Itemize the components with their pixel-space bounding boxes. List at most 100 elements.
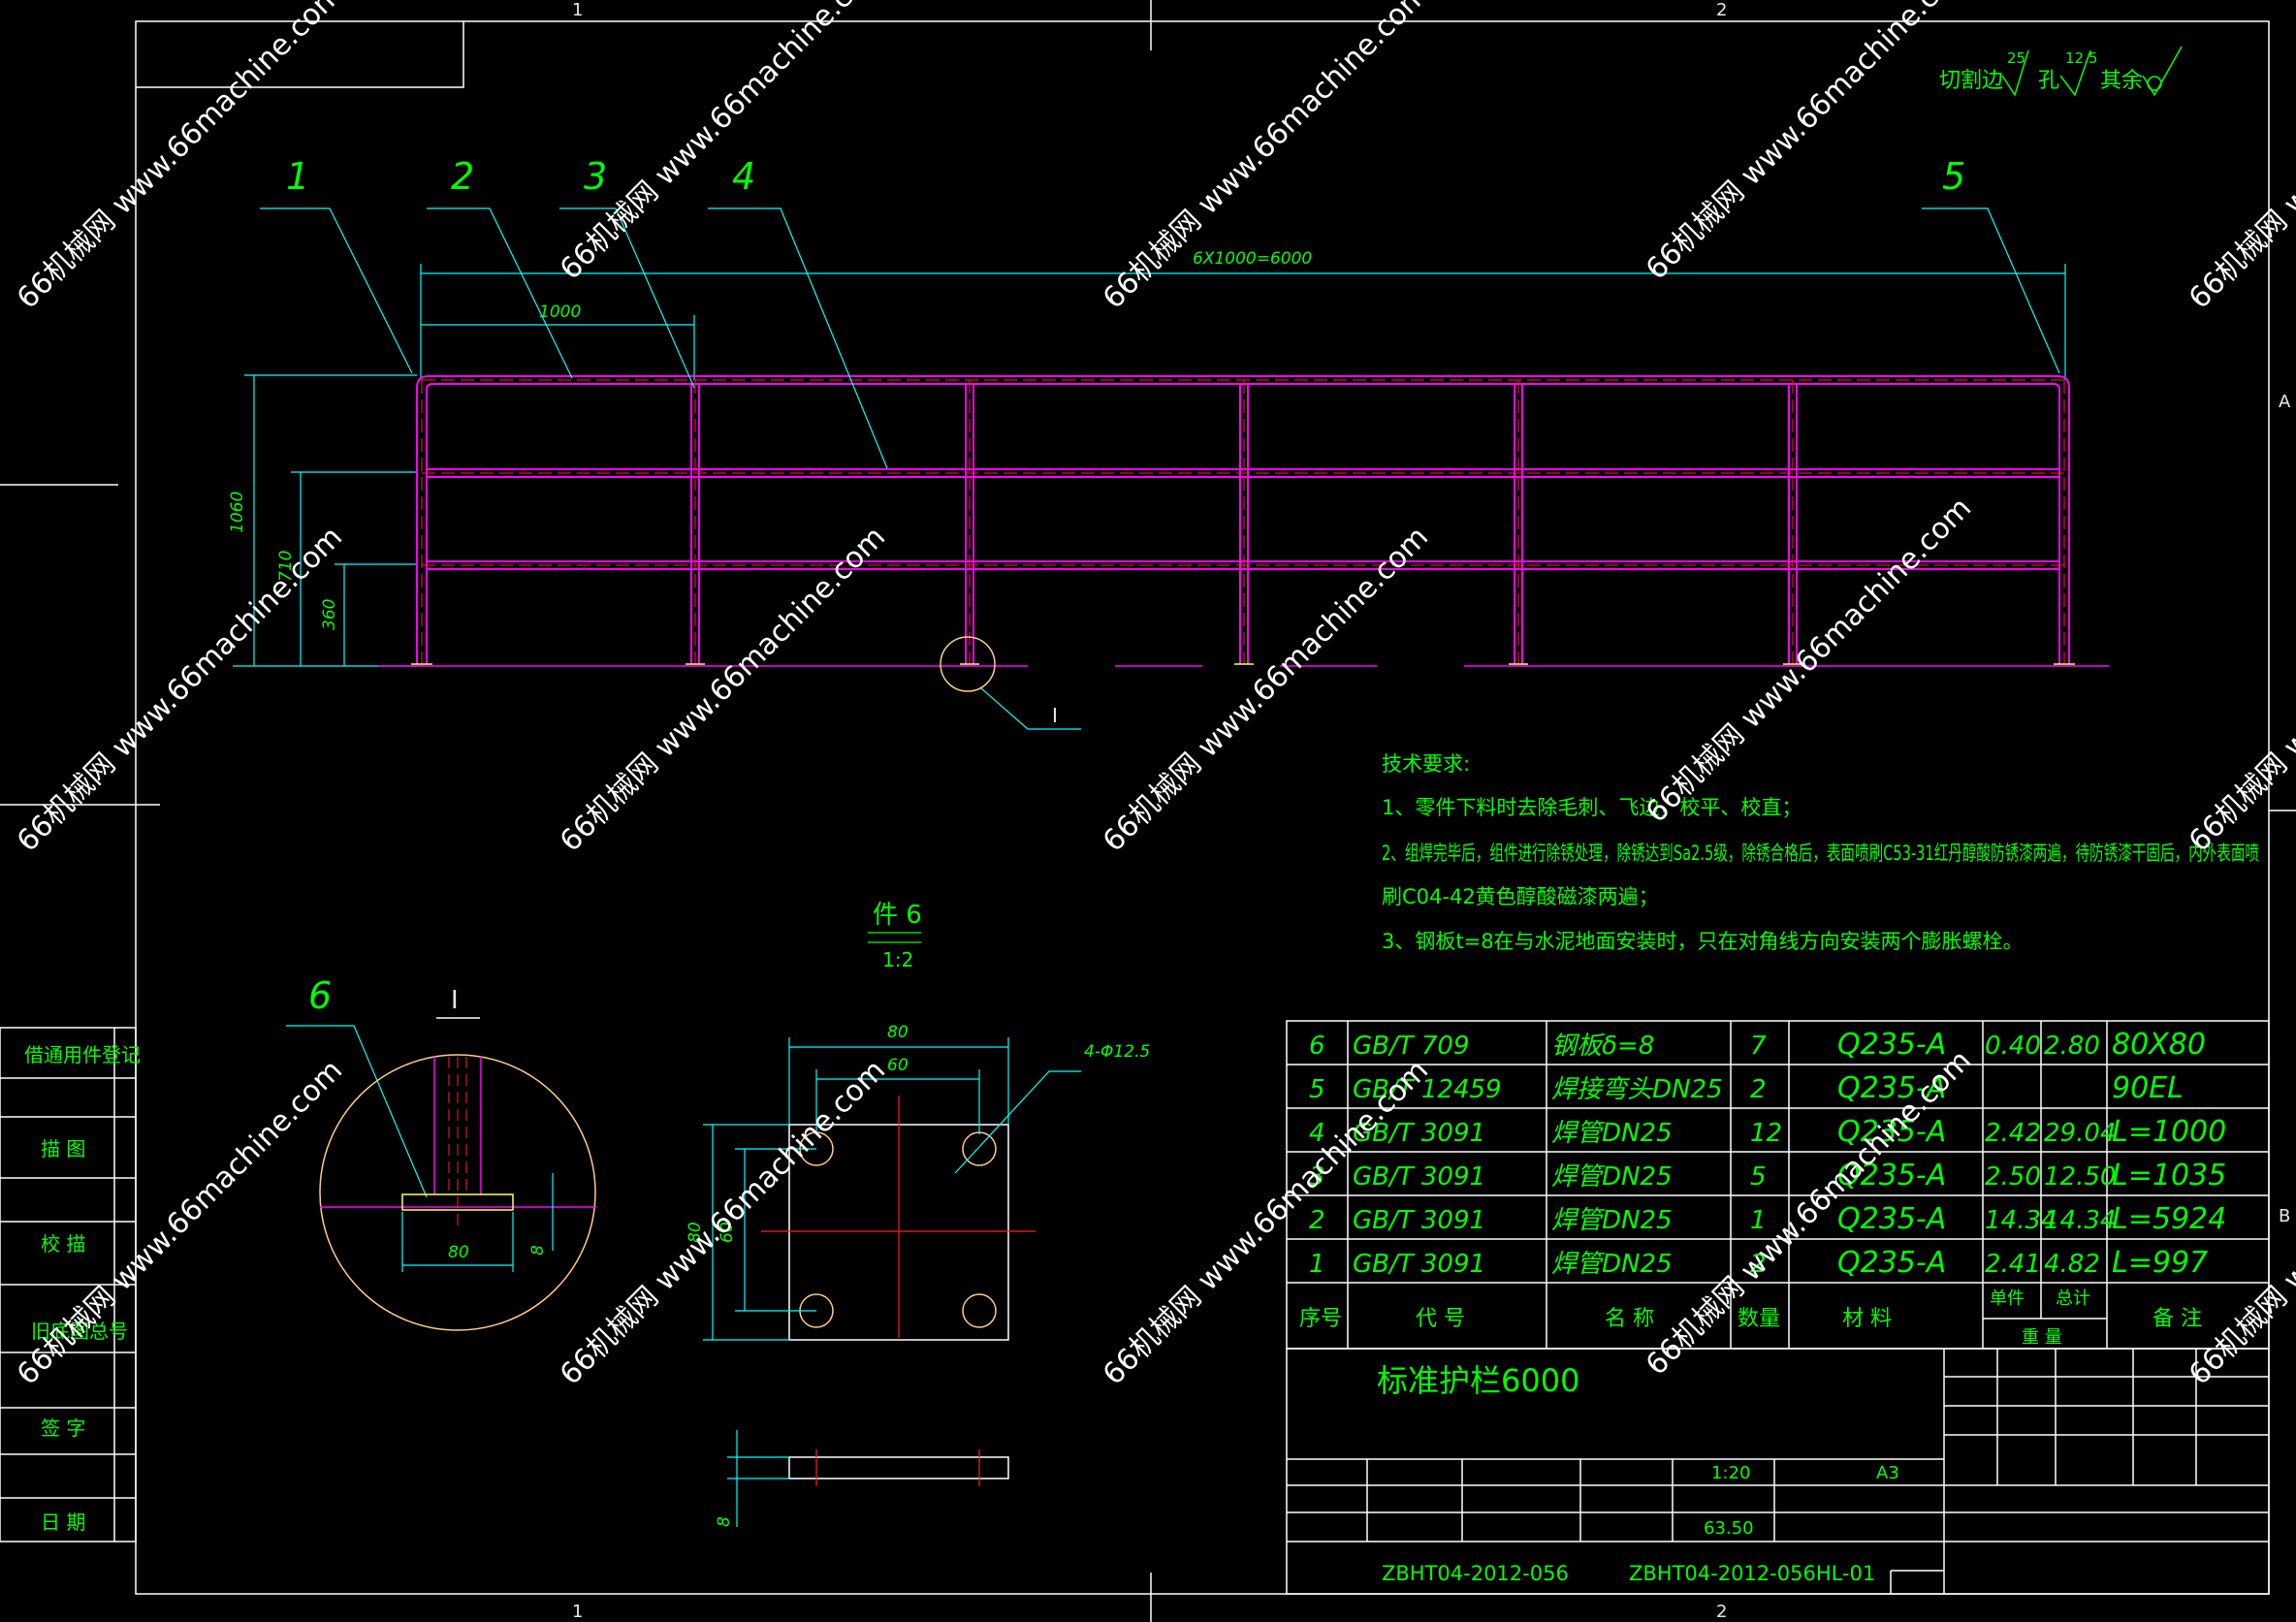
bom-header-qty: 数量 [1738,1307,1780,1331]
bom-cell-code: GB/T 3091 [1353,1119,1485,1148]
roughness-symbols: 切割边 25 孔 12.5 其余 [1939,46,2183,97]
bom-cell-note: L=1035 [2112,1159,2226,1193]
title-block-drawing-no-2: ZBHT04-2012-056HL-01 [1629,1562,1875,1585]
title-block-weight: 63.50 [1704,1518,1754,1539]
balloon-5: 5 [1942,155,1965,198]
bom-cell-no: 5 [1309,1075,1325,1104]
balloon-1: 1 [286,155,309,198]
part6-side-centerlines [815,1449,980,1486]
watermark-text: 66机械网 www.66machine.com [2183,520,2296,858]
bom-cell-material: Q235-A [1837,1115,1946,1149]
bom-cell-note: 90EL [2112,1071,2184,1105]
tech-req-line-3: 刷C04-42黄色醇酸磁漆两遍； [1382,885,1659,908]
tech-req-line-4: 3、钢板t=8在与水泥地面安装时，只在对角线方向安装两个膨胀螺栓。 [1382,930,2024,953]
dim-height-mid: 710 [276,551,296,582]
balloon-leaders [260,207,2060,1198]
balloon-6: 6 [308,974,332,1017]
detail-callout-leader [980,687,1081,730]
roughness-hole-value: 12.5 [2065,49,2097,67]
detail-view-circle [319,1054,596,1331]
roughness-cut-label: 切割边 [1939,69,2003,93]
bom-cell-no: 4 [1309,1119,1325,1148]
railing-centerlines [421,379,2065,664]
watermark-text: 66机械网 www.66machine.com [554,0,892,287]
bom-cell-no: 3 [1309,1162,1325,1192]
zone-top-1: 1 [572,0,583,20]
bom-cell-code: GB/T 3091 [1353,1162,1485,1192]
bom-cell-name: 焊管DN25 [1551,1250,1673,1279]
detail-base-plate [401,1193,514,1211]
detail-callout-circle [940,636,996,692]
part6-side-dim-thick: 8 [715,1516,734,1527]
balloon-3: 3 [584,155,607,198]
bom-header-material: 材 料 [1842,1307,1892,1331]
watermark-text: 66机械网 www.66machine.com [554,520,892,858]
bom-cell-unit: 0.40 [1985,1032,2041,1061]
bom-header-weight: 重 量 [2022,1327,2062,1348]
title-block-title: 标准护栏6000 [1377,1362,1579,1399]
zone-bottom-1: 1 [572,1602,583,1622]
side-label-5: 日 期 [41,1511,85,1534]
dim-height-total: 1060 [228,492,247,533]
balloon-2: 2 [451,155,474,198]
bom-cell-qty: 1 [1750,1206,1767,1235]
detail-callout-label: I [1052,704,1058,727]
bom-cell-total: 4.82 [2044,1250,2100,1279]
title-block-grid [1286,1348,2270,1595]
bom-header: 序号 代 号 名 称 数量 材 料 单件 总计 重 量 备 注 [1299,1288,2202,1348]
bom-cell-code: GB/T 3091 [1353,1206,1485,1235]
part6-side-dimensions [727,1430,789,1527]
roughness-rest-label: 其余 [2100,69,2143,93]
bom-row: 5 GB/T 12459 焊接弯头DN25 2 Q235-A 90EL [1309,1071,2184,1105]
bom-cell-material: Q235-A [1837,1202,1946,1236]
bom-cell-name: 焊接弯头DN25 [1551,1075,1723,1104]
part6-dim-outer: 80 [887,1023,909,1042]
zone-right-b: B [2279,1206,2290,1226]
zone-bottom-2: 2 [1716,1602,1727,1622]
bom-cell-unit: 2.42 [1985,1119,2041,1148]
bom-cell-material: Q235-A [1837,1159,1946,1193]
railing-front-view [416,375,2070,664]
bom-cell-qty: 2 [1750,1075,1767,1104]
watermark-text: 66机械网 www.66machine.com [11,1053,349,1391]
bom-cell-qty: 2 [1750,1250,1767,1279]
technical-requirements: 技术要求: 1、零件下料时去除毛刺、飞边，校平、校直； 2、组焊完毕后，组件进行… [1382,752,2259,953]
part6-dim-height-inner: 60 [718,1222,737,1243]
side-label-2: 校 描 [41,1232,85,1256]
part6-dim-holes: 4-Φ12.5 [1084,1042,1150,1062]
part6-centerlines [761,1096,1036,1338]
bom-cell-material: Q235-A [1837,1246,1946,1280]
watermark-text: 66机械网 www.66machine.com [1640,491,1978,829]
side-labels: 借通用件登记 描 图 校 描 旧底图总号 签 字 日 期 [24,1043,141,1534]
part6-dimensions [703,1037,1081,1341]
bom-cell-total: 12.50 [2044,1162,2116,1192]
bom-header-code: 代 号 [1416,1307,1465,1331]
bom-cell-name: 焊管DN25 [1551,1162,1673,1192]
bom-cell-note: 80X80 [2112,1028,2206,1062]
bom-cell-material: Q235-A [1837,1071,1946,1105]
title-block-scale: 1:20 [1711,1463,1750,1483]
detail-dimensions [401,1173,554,1272]
bom-cell-code: GB/T 709 [1353,1032,1470,1061]
bom-cell-material: Q235-A [1837,1028,1946,1062]
bom-cell-name: 焊管DN25 [1551,1119,1673,1148]
bom-cell-name: 焊管DN25 [1551,1206,1673,1235]
detail-dim-width: 80 [448,1243,469,1262]
roughness-cut-value: 25 [2007,49,2025,67]
detail-centerlines [448,1057,467,1231]
side-label-1: 描 图 [41,1137,85,1161]
bom-header-unit: 单件 [1990,1288,2025,1309]
bom-cell-code: GB/T 12459 [1353,1075,1502,1104]
side-label-4: 签 字 [41,1416,85,1440]
bom-cell-unit: 2.50 [1985,1162,2041,1192]
tech-req-line-1: 1、零件下料时去除毛刺、飞边，校平、校直； [1382,796,1802,819]
bom-cell-note: L=997 [2112,1246,2208,1280]
side-label-0: 借通用件登记 [24,1043,141,1066]
part6-scale: 1:2 [882,948,913,971]
